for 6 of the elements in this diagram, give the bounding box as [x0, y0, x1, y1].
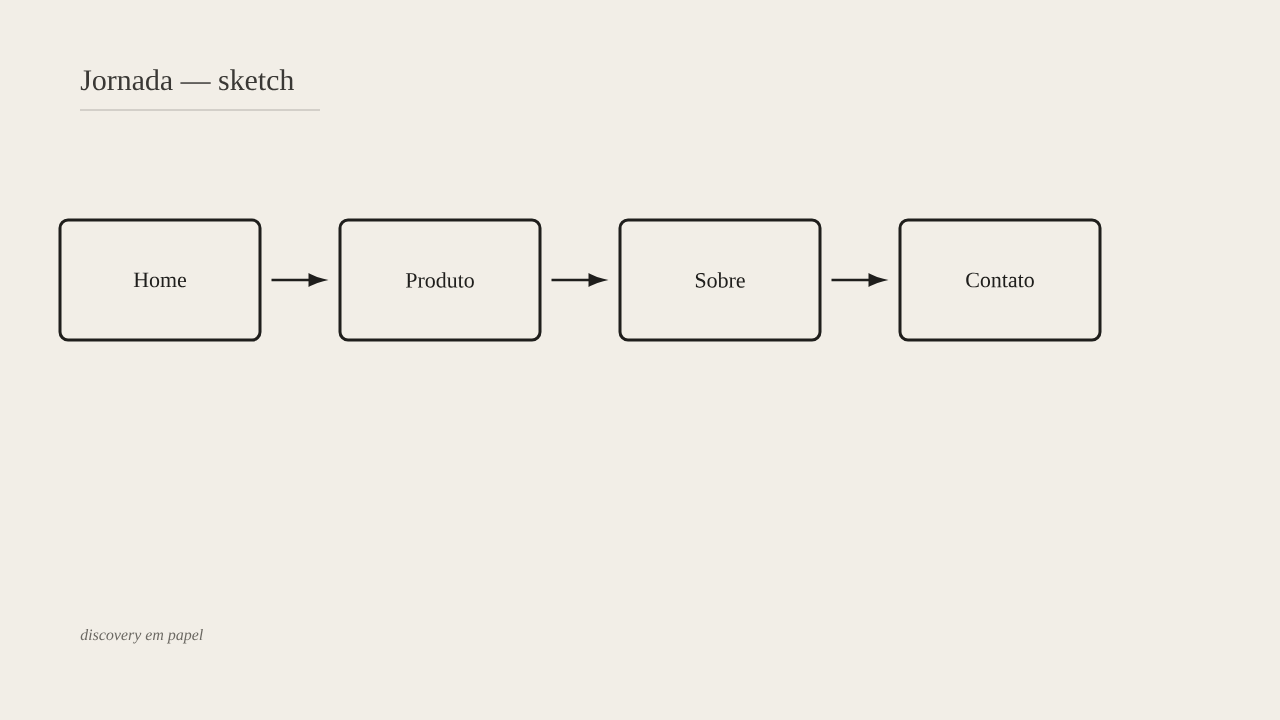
- page-box: Home: [58, 218, 262, 342]
- page-box: Contato: [898, 218, 1102, 342]
- caption: discovery em papel: [80, 628, 203, 644]
- page-box: Produto: [338, 218, 542, 342]
- page-box: Sobre: [618, 218, 822, 342]
- title: Jornada — sketch: [80, 69, 294, 91]
